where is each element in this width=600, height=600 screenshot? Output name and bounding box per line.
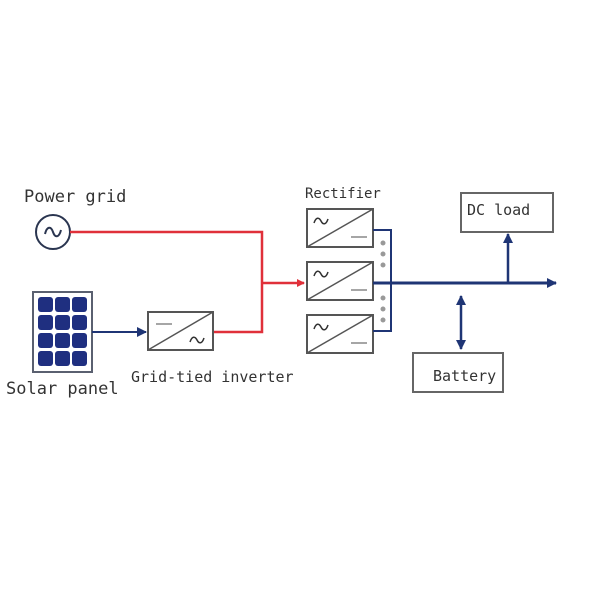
ellipsis-dots [380, 240, 386, 323]
power-grid-icon [35, 214, 71, 250]
solar-panel-icon [32, 291, 93, 373]
solar-panel-label: Solar panel [6, 379, 119, 399]
power-grid-label: Power grid [24, 187, 126, 207]
rectifier-1 [306, 208, 374, 248]
dc-load-label: DC load [467, 201, 530, 219]
inverter-label: Grid-tied inverter [131, 368, 294, 386]
rectifier-label: Rectifier [305, 186, 381, 202]
rectifier-group [306, 208, 386, 354]
rectifier-2 [306, 261, 374, 301]
dc-bus [373, 229, 557, 350]
battery-label: Battery [433, 367, 496, 385]
inverter-icon [147, 311, 214, 351]
ac-lines [70, 230, 305, 334]
battery-box: Battery [412, 352, 504, 393]
rectifier-3 [306, 314, 374, 354]
dc-load-box: DC load [460, 192, 554, 233]
